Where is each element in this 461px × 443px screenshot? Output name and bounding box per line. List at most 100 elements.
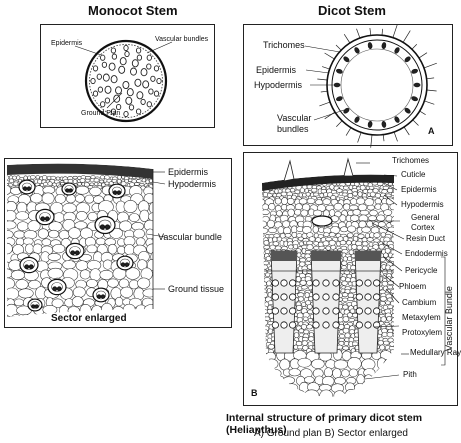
- cell-mark: [62, 202, 77, 214]
- xylem-vessel-mark: [373, 279, 381, 287]
- vascular-bundle-mark: [52, 286, 58, 292]
- cell-mark: [322, 240, 330, 247]
- vascular-bundle-mark: [367, 120, 373, 128]
- cell-mark: [357, 390, 368, 397]
- cell-mark: [263, 191, 268, 198]
- cell-mark: [72, 179, 78, 184]
- cell-mark: [369, 191, 376, 198]
- cell-mark: [368, 185, 375, 190]
- cell-mark: [306, 269, 313, 274]
- vascular-bundle-mark: [104, 85, 112, 94]
- xylem-vessel-mark: [312, 293, 320, 301]
- vascular-bundle-mark: [130, 67, 137, 76]
- cell-mark: [390, 191, 394, 197]
- cell-mark: [275, 375, 285, 384]
- cell-mark: [262, 337, 267, 342]
- cell-mark: [281, 197, 288, 205]
- cell-mark: [262, 293, 264, 299]
- cell-mark: [66, 194, 76, 204]
- cell-mark: [333, 359, 348, 370]
- cell-mark: [352, 209, 361, 216]
- xylem-vessel-mark: [364, 307, 372, 315]
- trichome-mark: [426, 89, 437, 92]
- cell-mark: [379, 301, 386, 306]
- cell-mark: [147, 212, 153, 222]
- cell-mark: [8, 178, 15, 183]
- cell-mark: [262, 220, 268, 228]
- cell-mark: [123, 200, 138, 213]
- cell-mark: [42, 175, 48, 181]
- dicot-trichomes-label: Trichomes: [263, 40, 305, 50]
- cell-mark: [393, 187, 394, 193]
- vascular-bundle-mark: [131, 59, 139, 68]
- xylem-vessel-mark: [322, 279, 330, 287]
- cell-mark: [347, 357, 362, 371]
- cell-mark: [282, 220, 291, 228]
- dicot-sector-endodermis-label: Endodermis: [405, 249, 448, 258]
- dicot-epidermis-label: Epidermis: [256, 65, 297, 75]
- cell-mark: [15, 211, 30, 221]
- vascular-bundle-mark: [110, 47, 117, 54]
- vascular-bundle-mark: [122, 80, 130, 90]
- cell-mark: [348, 317, 356, 323]
- cell-mark: [385, 300, 391, 305]
- trichome-mark: [324, 52, 335, 60]
- trichome-mark: [336, 120, 343, 127]
- cell-mark: [385, 324, 392, 330]
- cell-mark: [84, 194, 95, 204]
- cell-mark: [306, 198, 316, 205]
- dicot-sector-vascular-bundle-side-label: Vascular Bundle: [444, 286, 454, 351]
- figure-caption-subtitle: A) Ground plan B) Sector enlarged: [254, 428, 408, 439]
- vascular-bundle-mark: [40, 216, 46, 222]
- cell-mark: [262, 272, 266, 279]
- cell-mark: [285, 383, 299, 393]
- monocot-ground-plan-panel: Epidermis Vascular bundles Ground Plan: [40, 24, 215, 128]
- cell-mark: [13, 181, 19, 186]
- cell-mark: [264, 316, 271, 321]
- cell-mark: [107, 278, 119, 288]
- vascular-bundle-mark: [156, 77, 162, 85]
- vascular-bundle-mark: [136, 54, 143, 61]
- cell-mark: [262, 265, 263, 271]
- cell-mark: [89, 186, 102, 196]
- vascular-bundle-mark: [111, 53, 118, 60]
- cell-mark: [293, 332, 300, 339]
- cell-mark: [148, 201, 153, 215]
- cell-mark: [387, 226, 394, 233]
- cell-mark: [383, 252, 389, 258]
- cell-mark: [348, 368, 358, 378]
- cell-mark: [7, 268, 13, 279]
- cell-mark: [387, 285, 394, 290]
- cell-mark: [298, 192, 303, 198]
- cell-mark: [125, 267, 141, 280]
- cell-mark: [341, 265, 347, 270]
- cell-mark: [306, 304, 313, 310]
- trichome-mark: [370, 134, 373, 148]
- dicot-vascular-label: Vascular: [277, 113, 312, 123]
- cell-mark: [71, 296, 84, 307]
- cell-mark: [282, 376, 295, 385]
- cell-mark: [139, 209, 150, 222]
- cell-mark: [291, 389, 306, 397]
- trichome-mark: [335, 44, 342, 51]
- cell-mark: [262, 209, 270, 215]
- cell-mark: [120, 181, 127, 187]
- cell-mark: [391, 325, 394, 331]
- cell-mark: [276, 210, 283, 217]
- cell-mark: [328, 239, 336, 246]
- cell-mark: [262, 191, 264, 197]
- cell-mark: [262, 333, 263, 338]
- cell-mark: [262, 264, 269, 270]
- dicot-sector-epidermis-label: Epidermis: [401, 185, 437, 194]
- cell-mark: [342, 327, 350, 334]
- cell-mark: [120, 286, 134, 298]
- vascular-bundle-mark: [90, 77, 96, 85]
- cell-mark: [390, 349, 394, 355]
- cell-mark: [381, 332, 388, 337]
- vascular-bundle-mark: [404, 107, 411, 114]
- cell-mark: [306, 280, 313, 286]
- cell-mark: [262, 324, 265, 330]
- vascular-bundle-mark: [116, 190, 122, 195]
- cell-mark: [339, 334, 346, 339]
- vascular-bundle-mark: [56, 286, 62, 292]
